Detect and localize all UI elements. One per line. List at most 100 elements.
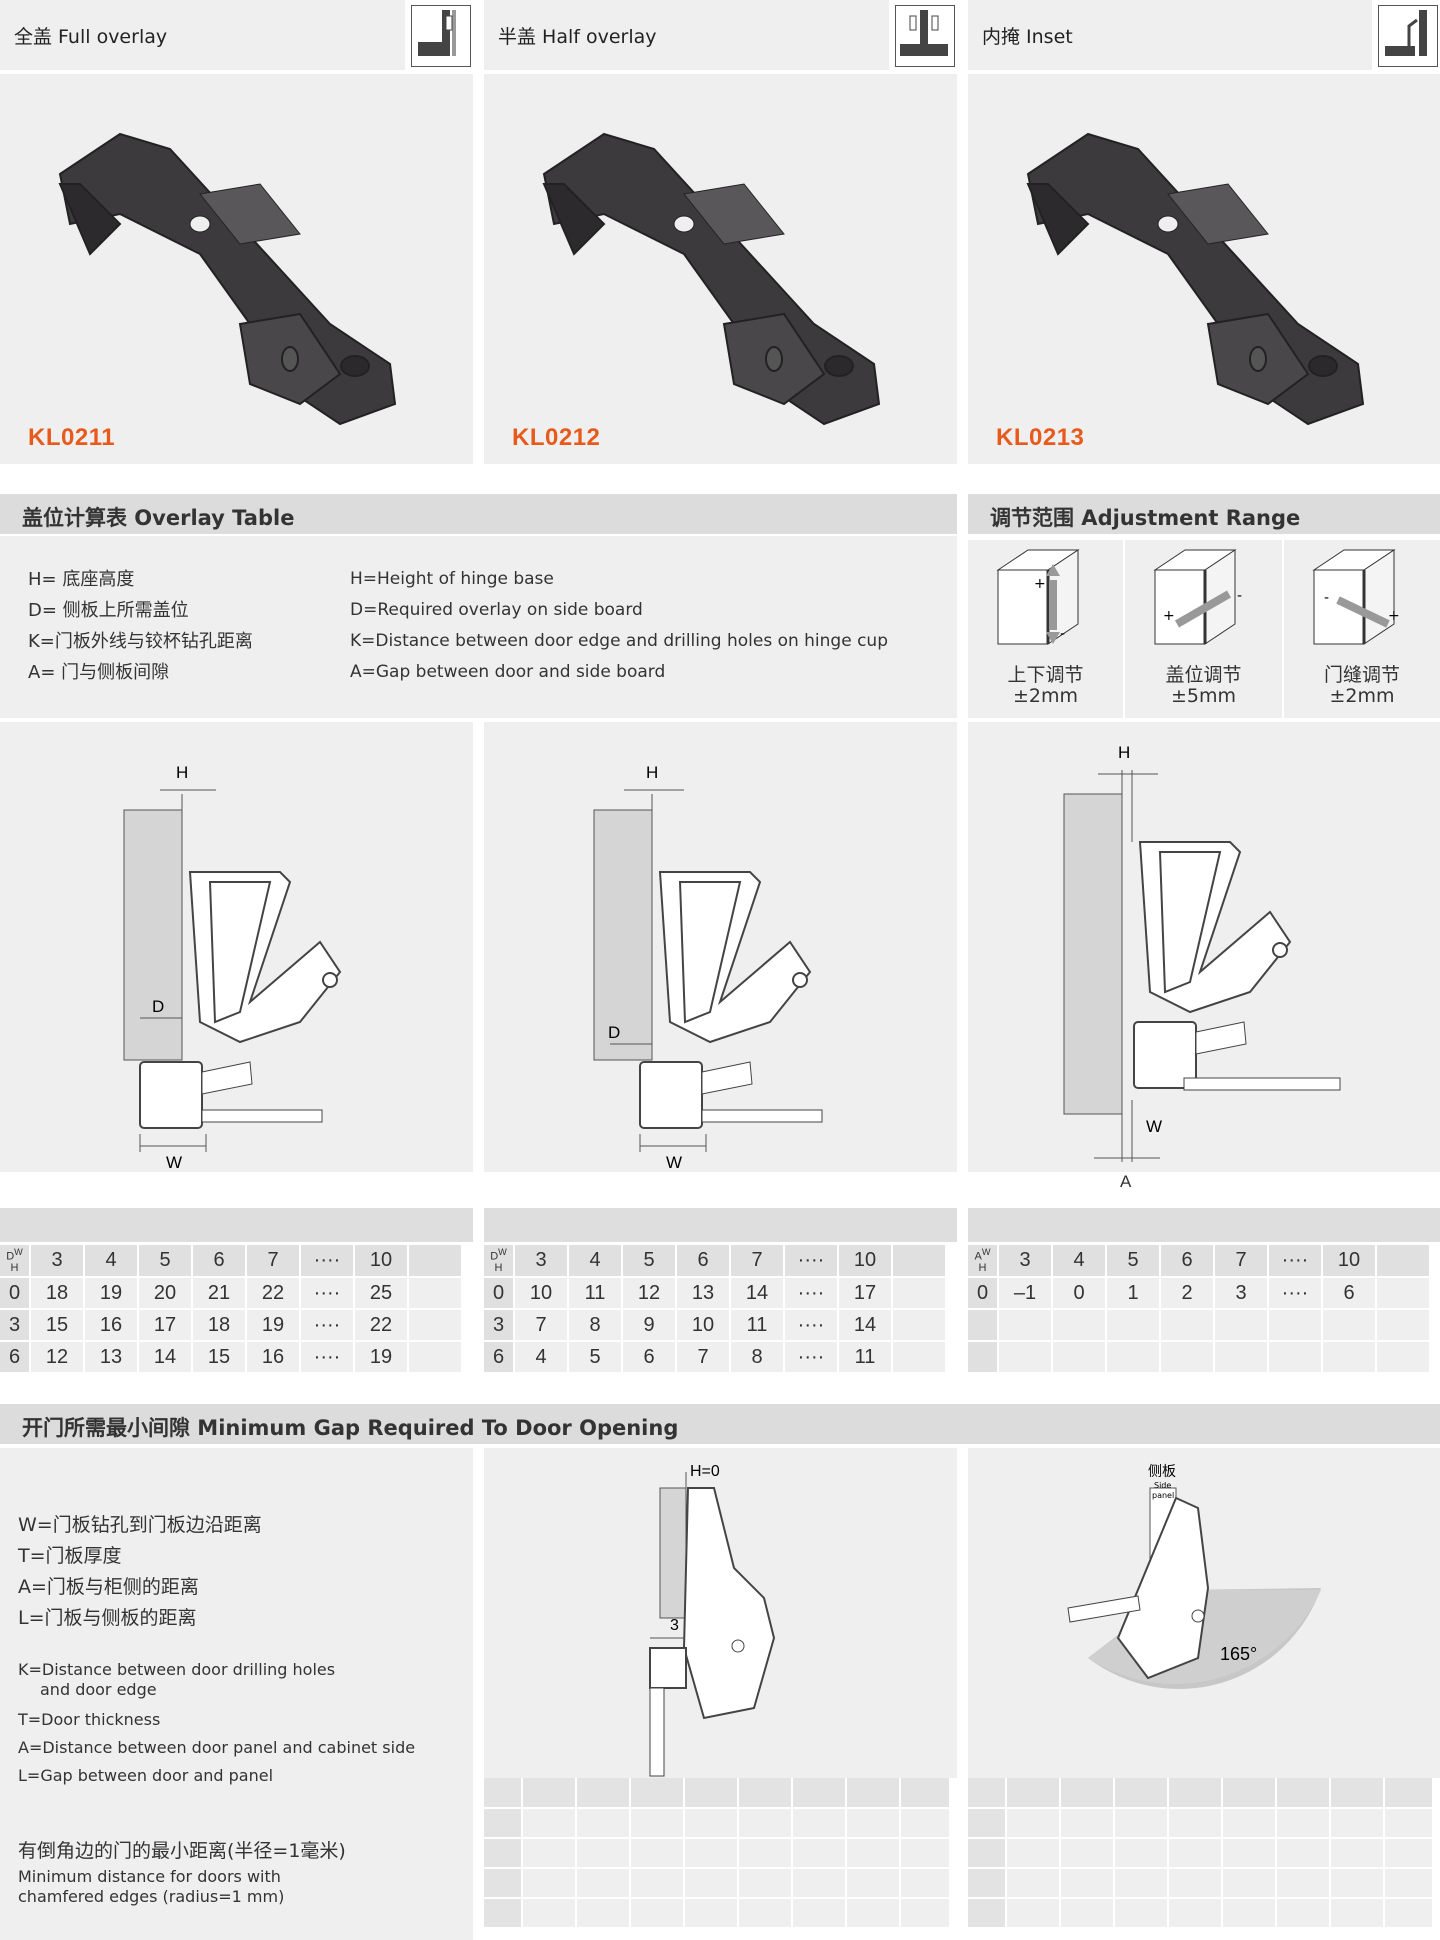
adjust-vertical-label: 上下调节 [1007,664,1084,686]
label-w: W [666,1153,682,1172]
label-d: D [152,997,164,1016]
hinge-image [1026,132,1365,426]
side-panel-en-2: panel [1152,1491,1174,1500]
overlay-adjust-icon: + - [1153,549,1242,645]
definitions-zh: H= 底座高度 D= 侧板上所需盖位 K=门板外线与铰杯钻孔距离 A= 门与侧板… [28,564,253,688]
hinge-image [542,132,881,426]
col-header: 6 [1160,1245,1215,1278]
col-header: 5 [1106,1245,1161,1278]
product-code: KL0213 [996,424,1085,451]
svg-text:+: + [1388,608,1400,624]
svg-text:+: + [1163,608,1175,624]
col-header: 6 [192,1245,247,1278]
diagram-half-overlay: H D W [484,722,957,1172]
adjust-overlay-label: 盖位调节 [1165,664,1242,686]
side-panel-en-1: Side [1154,1481,1171,1490]
col-header: 4 [568,1245,623,1278]
def-h-zh: H= 底座高度 [28,569,135,590]
overlay-definitions: H= 底座高度 D= 侧板上所需盖位 K=门板外线与铰杯钻孔距离 A= 门与侧板… [0,536,957,718]
adjust-overlay-value: ±5mm [1170,685,1237,707]
section-title: 开门所需最小间隙 Minimum Gap Required To Door Op… [22,1416,679,1440]
product-title: 半盖 Half overlay [498,26,657,48]
adjust-gap: - + 门缝调节 ±2mm [1284,540,1440,718]
col-header: 7 [1214,1245,1269,1278]
adjust-gap-label: 门缝调节 [1323,664,1400,686]
full-overlay-icon [405,0,473,70]
min-gap-diagram-closed: H=0 3 [484,1448,957,1778]
product-card-kl0213: KL0213 [968,74,1440,464]
product-header-half-overlay: 半盖 Half overlay [484,0,957,70]
col-header: 3 [514,1245,569,1278]
def-a-en: A=Gap between door and side board [350,662,666,682]
col-header: ···· [1268,1245,1323,1278]
label-d: D [608,1023,620,1042]
col-header: 3 [30,1245,85,1278]
overlay-table-title-bar: 盖位计算表 Overlay Table [0,494,957,534]
adjustment-title-bar: 调节范围 Adjustment Range [968,494,1440,534]
svg-text:-: - [1237,588,1242,604]
product-title: 全盖 Full overlay [14,26,168,48]
product-card-kl0211: KL0211 [0,74,473,464]
angle-label: 165° [1220,1644,1257,1664]
label-w: W [1146,1117,1162,1136]
col-header: 3 [998,1245,1053,1278]
min-gap-definitions: W=门板钻孔到门板边沿距离 T=门板厚度 A=门板与柜侧的距离 L=门板与侧板的… [0,1448,473,1940]
label-a-outside: A [1120,1172,1132,1191]
label-h0: H=0 [690,1463,720,1480]
col-header: 6 [676,1245,731,1278]
open-hinge-diagram: 侧板 Side panel 165° [1067,1464,1321,1689]
side-panel-zh: 侧板 [1148,1464,1176,1480]
half-overlay-diagram: H D W [593,763,823,1172]
label-w: W [166,1153,182,1172]
col-header: 10 [838,1245,893,1278]
adjust-vertical: + - 上下调节 ±2mm [968,540,1123,718]
svg-text:-: - [1060,626,1065,642]
adjust-gap-value: ±2mm [1329,685,1395,707]
min-gap-diagram-open: 侧板 Side panel 165° [968,1448,1440,1778]
def-d-en: D=Required overlay on side board [350,600,643,620]
section-title: 盖位计算表 Overlay Table [22,506,295,530]
col-header: 7 [246,1245,301,1278]
section-title: 调节范围 Adjustment Range [990,506,1301,530]
col-header: 4 [84,1245,139,1278]
half-overlay-icon [889,0,957,70]
adjust-overlay: + - 盖位调节 ±5mm [1125,540,1282,718]
table-row [968,1341,1431,1374]
product-header-inset: 内掩 Inset [968,0,1440,70]
col-header: 7 [730,1245,785,1278]
hinge-image [58,132,397,426]
product-card-kl0212: KL0212 [484,74,957,464]
label-h: H [646,763,658,782]
diagram-inset: H W A [968,722,1440,1172]
min-gap-defs-en: K=Distance between door drilling holes a… [18,1660,416,1785]
col-header: 5 [138,1245,193,1278]
min-gap-grid-left [484,1778,951,1929]
adjust-vertical-value: ±2mm [1012,685,1079,707]
col-header: 5 [622,1245,677,1278]
product-code: KL0211 [28,424,116,451]
product-title: 内掩 Inset [982,26,1073,48]
product-code: KL0212 [512,424,601,451]
def-d-zh: D= 侧板上所需盖位 [28,600,189,621]
full-overlay-diagram: H D W [123,763,342,1172]
inset-icon [1372,0,1440,70]
col-header: 10 [354,1245,409,1278]
def-k-en: K=Distance between door edge and drillin… [350,631,888,651]
label-h: H [1118,743,1130,762]
min-gap-grid-right [968,1778,1434,1929]
col-header: ···· [300,1245,355,1278]
closed-hinge-diagram: H=0 3 [649,1463,776,1777]
col-header: ···· [784,1245,839,1278]
min-gap-defs-zh: W=门板钻孔到门板边沿距离 T=门板厚度 A=门板与柜侧的距离 L=门板与侧板的… [18,1514,262,1629]
